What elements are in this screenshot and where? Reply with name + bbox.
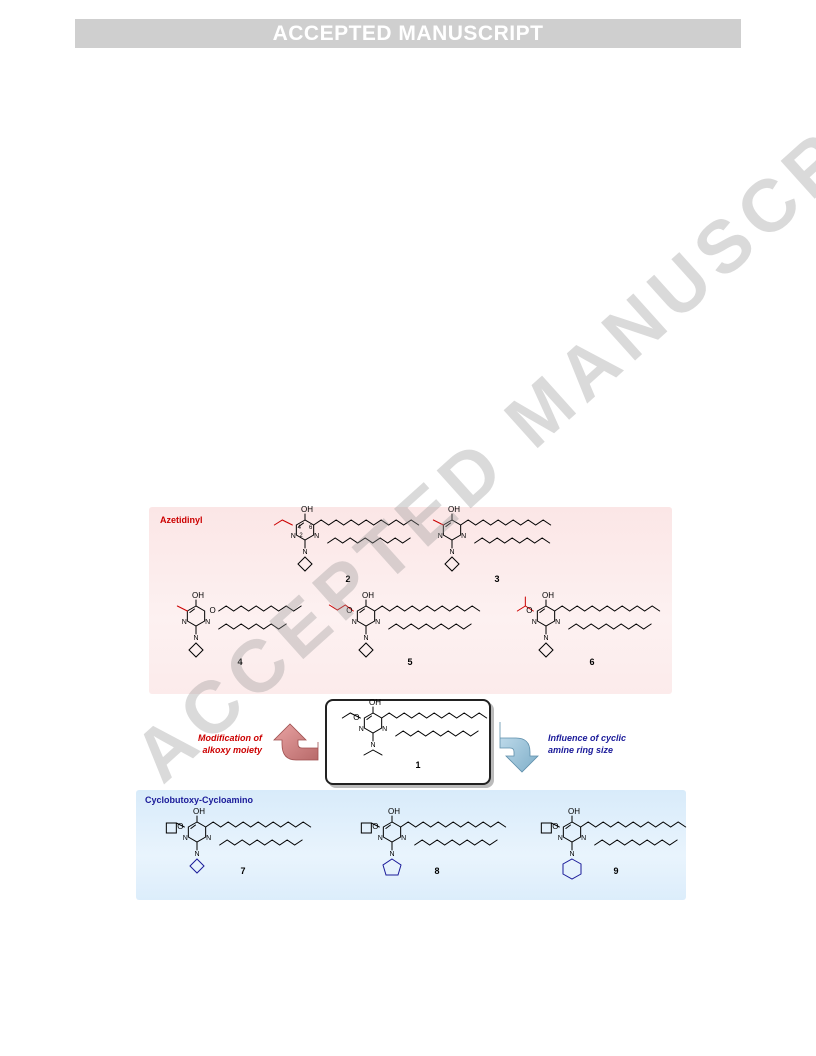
caption-line: amine ring size [548,745,614,755]
oxygen-label: O [552,822,558,831]
nitrogen-label: N [206,835,211,842]
left-curved-arrow-icon [273,723,319,761]
compound-8 [360,815,507,876]
nitrogen-label: N [558,835,563,842]
hydroxyl-label: OH [568,807,580,816]
oxygen-label: O [346,606,352,615]
nitrogen-label: N [401,835,406,842]
nitrogen-label: N [461,533,466,540]
compound-number-label: 5 [407,657,412,667]
amine-nitrogen-label: N [370,742,375,749]
amine-nitrogen-label: N [389,851,394,858]
nitrogen-label: N [532,619,537,626]
compound-5 [328,599,481,658]
hydroxyl-label: OH [362,591,374,600]
compound-number-label: 6 [589,657,594,667]
azetidinyl-panel-title: Azetidinyl [160,515,203,525]
caption-line: Influence of cyclic [548,733,627,743]
compound-3 [432,513,552,572]
nitrogen-label: N [438,533,443,540]
hydroxyl-label: OH [301,505,313,514]
locant-label: 2 [299,533,303,539]
hydroxyl-label: OH [542,591,554,600]
nitrogen-label: N [183,835,188,842]
amine-nitrogen-label: N [449,549,454,556]
nitrogen-label: N [314,533,319,540]
nitrogen-label: N [375,619,380,626]
compound-number-label: 9 [613,866,618,876]
compound-number-label: 2 [345,574,350,584]
oxygen-label: O [177,822,183,831]
caption-line: Modification of [198,733,262,743]
oxygen-label: O [372,822,378,831]
nitrogen-label: N [378,835,383,842]
locant-label: 6 [309,525,313,531]
oxygen-label: O [353,713,359,722]
hydroxyl-label: OH [369,698,381,707]
right-curved-arrow-icon [499,722,539,773]
compound-4 [176,599,302,658]
compound-6 [516,596,661,658]
nitrogen-label: N [382,726,387,733]
locant-label: 4 [298,525,302,531]
compound-number-label: 4 [237,657,242,667]
amine-nitrogen-label: N [194,851,199,858]
oxygen-label: O [526,606,532,615]
compound-number-label: 1 [415,760,420,770]
hydroxyl-label: OH [388,807,400,816]
compound-number-label: 7 [240,866,245,876]
alkoxy-modification-caption: Modification of alkoxy moiety [176,732,262,756]
nitrogen-label: N [291,533,296,540]
nitrogen-label: N [581,835,586,842]
accepted-manuscript-banner: ACCEPTED MANUSCRIPT [75,19,741,48]
compound-9 [540,815,687,880]
nitrogen-label: N [555,619,560,626]
ring-size-caption: Influence of cyclic amine ring size [548,732,658,756]
cyclo-panel-title: Cyclobutoxy-Cycloamino [145,795,254,805]
amine-nitrogen-label: N [569,851,574,858]
nitrogen-label: N [205,619,210,626]
compound-2 [273,513,420,572]
caption-line: alkoxy moiety [202,745,262,755]
compound-1 [341,706,488,756]
amine-nitrogen-label: N [363,635,368,642]
amine-nitrogen-label: N [193,635,198,642]
nitrogen-label: N [182,619,187,626]
amine-nitrogen-label: N [302,549,307,556]
nitrogen-label: N [359,726,364,733]
hydroxyl-label: OH [192,591,204,600]
nitrogen-label: N [352,619,357,626]
compound-number-label: 8 [434,866,439,876]
hydroxyl-label: OH [448,505,460,514]
oxygen-label: O [210,606,216,615]
compound-number-label: 3 [494,574,499,584]
compound-7 [165,815,312,874]
amine-nitrogen-label: N [543,635,548,642]
hydroxyl-label: OH [193,807,205,816]
